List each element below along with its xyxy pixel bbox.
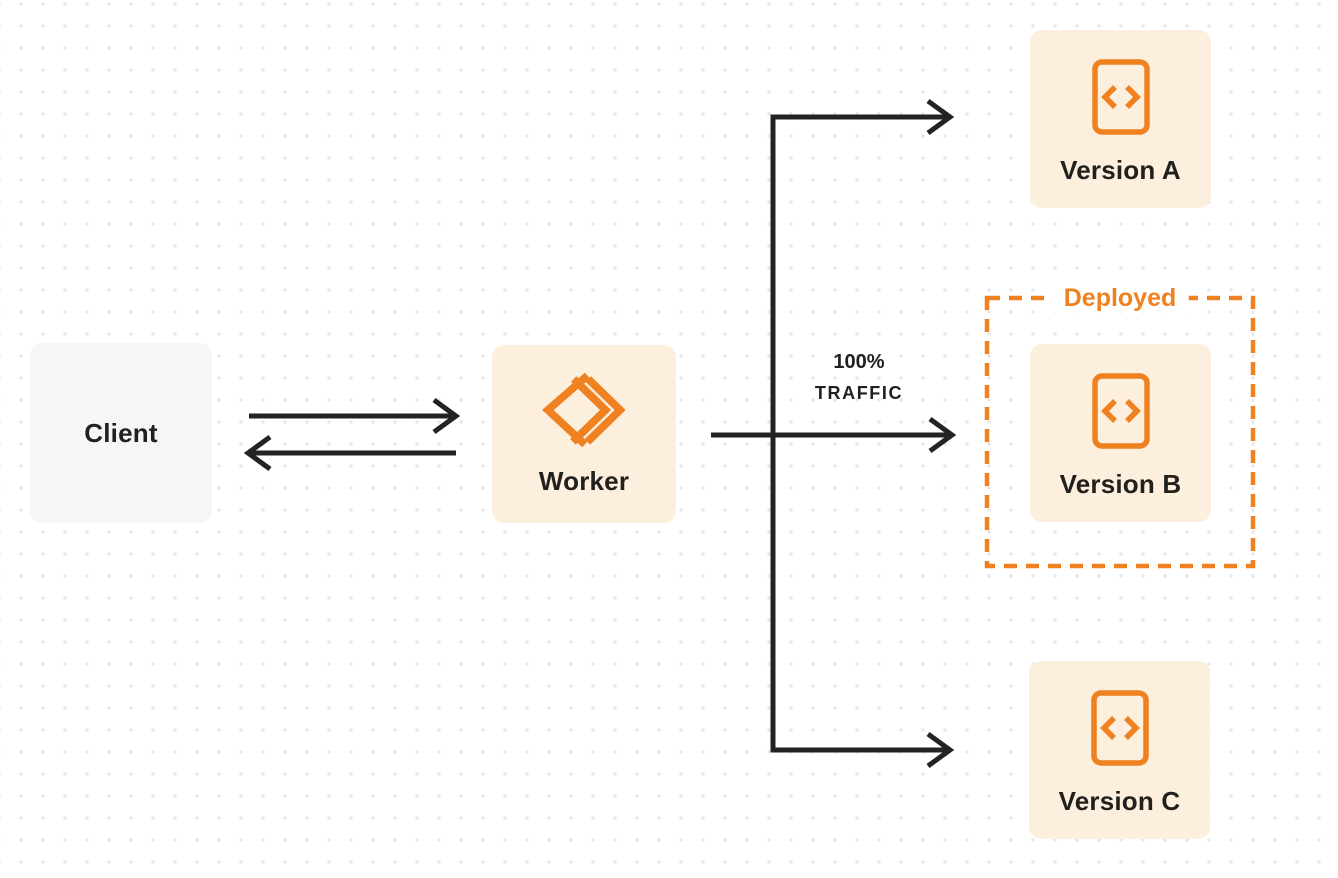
- node-version-b: Version B: [1030, 344, 1211, 522]
- code-file-icon: [1091, 58, 1150, 135]
- node-worker: Worker: [492, 345, 676, 523]
- arrowhead-to-client: [243, 434, 272, 472]
- arrowhead-to-version-b: [928, 416, 957, 454]
- code-file-icon: [1090, 689, 1149, 766]
- client-label: Client: [84, 417, 158, 448]
- workers-logo-icon: [541, 372, 627, 448]
- traffic-label: 100% TRAFFIC: [773, 348, 945, 407]
- node-version-c: Version C: [1029, 661, 1210, 839]
- version-a-label: Version A: [1060, 154, 1181, 185]
- worker-label: Worker: [538, 465, 630, 496]
- node-client: Client: [30, 343, 212, 523]
- code-file-icon: [1091, 372, 1150, 449]
- arrowhead-to-version-a: [926, 98, 955, 136]
- node-version-a: Version A: [1030, 30, 1211, 208]
- traffic-percent: 100%: [833, 351, 885, 373]
- version-c-label: Version C: [1058, 785, 1181, 816]
- traffic-word: TRAFFIC: [814, 383, 904, 403]
- arrowhead-to-version-c: [926, 731, 955, 769]
- arrowhead-to-worker: [432, 397, 461, 435]
- version-b-label: Version B: [1059, 468, 1182, 499]
